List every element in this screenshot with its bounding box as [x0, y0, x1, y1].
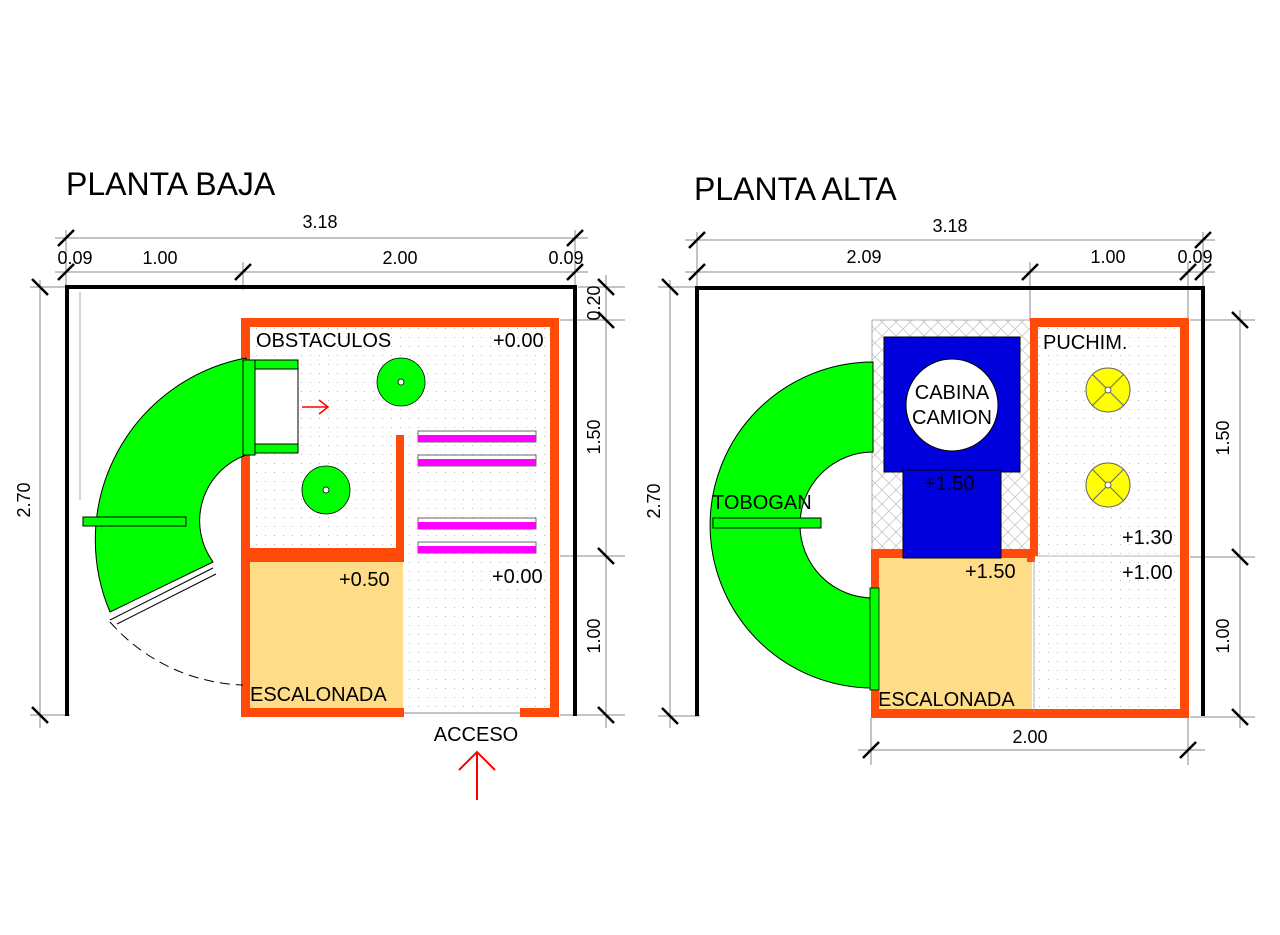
ground-slide	[82, 357, 299, 686]
ground-top-dimensions	[55, 229, 588, 290]
upper-cabin-label-line1: CABINA	[915, 382, 990, 404]
access-arrow-icon	[458, 750, 496, 800]
ground-dim-left-gap: 0.09	[57, 248, 92, 268]
upper-puchim-label: PUCHIM.	[1043, 332, 1127, 354]
upper-stepped-label: ESCALONADA	[878, 689, 1015, 711]
ground-stepped-floor	[243, 556, 403, 715]
wheel-icon	[1085, 367, 1131, 413]
ground-lower-right-level: +0.00	[492, 566, 543, 588]
ground-direction-arrow	[302, 399, 330, 415]
ground-climbing-bars	[417, 430, 537, 554]
ground-obstacle-discs	[301, 357, 426, 515]
ground-dim-right-part: 2.00	[382, 248, 417, 268]
ground-floor-title: PLANTA BAJA	[66, 166, 276, 202]
ground-access-label: ACCESO	[434, 724, 518, 746]
upper-dim-bottom-width: 2.00	[1012, 727, 1047, 747]
upper-stepped-level: +1.50	[965, 561, 1016, 583]
upper-truck-level: +1.50	[924, 473, 975, 495]
upper-right-dimensions	[1190, 310, 1255, 728]
upper-dim-right-part: 1.00	[1090, 247, 1125, 267]
ground-obstacles-level: +0.00	[493, 330, 544, 352]
ground-obstacles-label: OBSTACULOS	[256, 330, 391, 352]
upper-dim-total-width: 3.18	[932, 216, 967, 236]
upper-truck	[883, 336, 1021, 559]
ground-walls	[241, 318, 559, 717]
ground-stepped-label: ESCALONADA	[250, 684, 387, 706]
upper-bottom-dimension	[858, 718, 1205, 765]
upper-floor-title: PLANTA ALTA	[694, 171, 897, 207]
upper-cabin-label-line2: CAMION	[912, 407, 992, 429]
ground-dim-left-part: 1.00	[142, 248, 177, 268]
upper-lower-right-level: +1.00	[1122, 562, 1173, 584]
upper-top-dimensions	[685, 231, 1215, 322]
upper-dim-lower: 1.00	[1213, 618, 1233, 653]
upper-left-dimension	[658, 278, 700, 728]
ground-dim-top-gap: 0.20	[584, 285, 604, 320]
ground-dim-right-gap: 0.09	[548, 248, 583, 268]
ground-left-dimension	[30, 278, 70, 728]
upper-slide-label: TOBOGAN	[712, 492, 812, 514]
plan-upper-floor: PLANTA ALTA 3.18 2.09 1.00 0.09 2.70	[644, 171, 1255, 765]
ground-dim-height: 2.70	[14, 482, 34, 517]
upper-dim-upper: 1.50	[1213, 420, 1233, 455]
ground-outer-frame	[65, 285, 577, 716]
upper-stepped-floor	[872, 552, 1032, 715]
ground-dim-upper: 1.50	[584, 419, 604, 454]
upper-dim-right-gap: 0.09	[1177, 247, 1212, 267]
upper-dim-height: 2.70	[644, 483, 664, 518]
ground-dim-total-width: 3.18	[302, 212, 337, 232]
wheel-icon	[1085, 462, 1131, 508]
upper-dim-left-part: 2.09	[846, 247, 881, 267]
upper-puchim-level: +1.30	[1122, 527, 1173, 549]
ground-dim-lower: 1.00	[584, 618, 604, 653]
upper-wheel-icons	[1085, 367, 1131, 508]
upper-outer-frame	[695, 286, 1205, 716]
upper-slide	[709, 361, 880, 691]
plan-ground-floor: PLANTA BAJA 3.18 0.09 1.00 2.00 0.09 2.	[14, 166, 625, 800]
ground-stepped-level: +0.50	[339, 569, 390, 591]
ground-right-dimensions	[560, 275, 625, 728]
